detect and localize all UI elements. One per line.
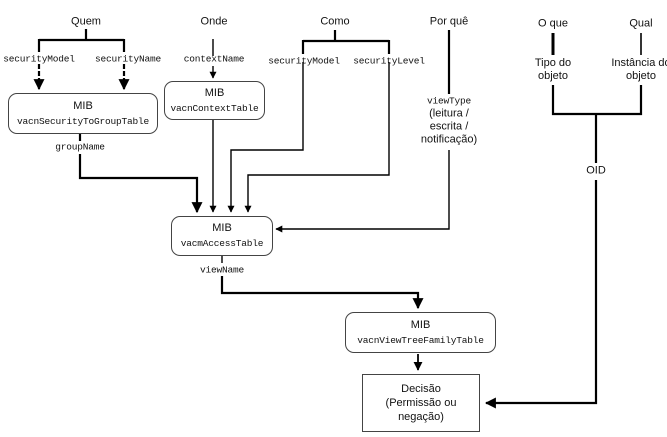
- how-model-wire: [227, 62, 304, 213]
- table-name: vacmAccessTable: [180, 238, 264, 249]
- table-name: vacnContextTable: [170, 102, 259, 114]
- decision-box: Decisão (Permissão ou negação): [362, 374, 480, 432]
- view-type-wire: [275, 150, 450, 233]
- category-how: Como: [320, 15, 350, 28]
- param-who-security-model: securityModel: [3, 53, 75, 65]
- decision-text: Decisão (Permissão ou negação): [385, 383, 457, 423]
- table-name: vacnSecurityToGroupTable: [16, 115, 150, 127]
- param-view-type: viewType: [426, 95, 472, 107]
- category-why: Por quê: [429, 15, 469, 28]
- param-context-name: contextName: [183, 53, 245, 65]
- mib-label: MIB: [410, 318, 431, 331]
- category-who: Quem: [71, 15, 101, 28]
- oid-tree: [551, 85, 643, 163]
- category-which: Qual: [629, 17, 653, 30]
- category-what: O que: [538, 17, 568, 30]
- how-bracket: [301, 30, 391, 54]
- mib-view-tree-family-table-box: MIB vacnViewTreeFamilyTable: [345, 312, 496, 353]
- oid-wire: [484, 180, 598, 409]
- param-view-type-desc: (leitura / escrita / notificação): [420, 107, 478, 146]
- mib-label: MIB: [204, 86, 225, 99]
- param-how-security-model: securityModel: [268, 55, 340, 67]
- group-name-wire: [78, 154, 203, 214]
- mib-label: MIB: [212, 222, 232, 234]
- mib-access-table-box: MIB vacmAccessTable: [171, 216, 273, 256]
- param-view-name: viewName: [199, 264, 245, 276]
- param-who-security-name: securityName: [94, 53, 162, 65]
- mib-security-to-group-table-box: MIB vacnSecurityToGroupTable: [8, 93, 158, 134]
- param-group-name: groupName: [55, 141, 105, 153]
- mib-context-table-box: MIB vacnContextTable: [164, 81, 265, 120]
- param-how-security-level: securityLevel: [353, 55, 425, 67]
- table-name: vacnViewTreeFamilyTable: [357, 334, 484, 346]
- who-bracket: [37, 29, 126, 52]
- category-where: Onde: [200, 15, 228, 28]
- view-name-wire: [220, 276, 424, 310]
- param-object-instance: Instância do objeto: [611, 57, 667, 82]
- how-level-wire: [244, 62, 390, 213]
- param-object-type: Tipo do objeto: [534, 57, 572, 82]
- mib-label: MIB: [73, 99, 93, 112]
- param-oid: OID: [586, 164, 606, 177]
